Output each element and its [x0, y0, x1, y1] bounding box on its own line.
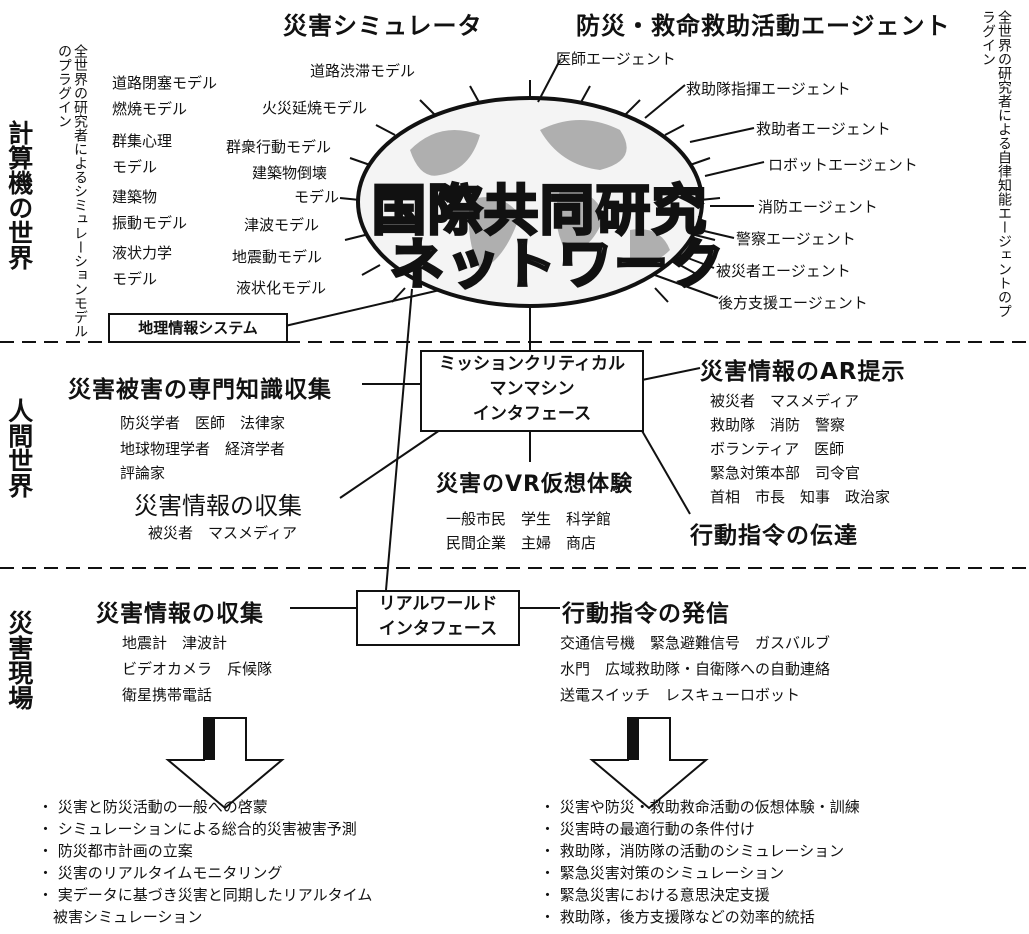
agent-fire: 消防エージェント [758, 198, 878, 216]
expert-knowledge-title: 災害被害の専門知識収集 [68, 377, 332, 403]
continent-shapes [410, 120, 670, 270]
order-send-title: 行動指令の発信 [562, 601, 730, 627]
ar-line-3: ボランティア 医師 [710, 440, 845, 458]
agent-rescuer: 救助者エージェント [756, 120, 891, 138]
agents-title: 防災・救命救助活動エージェント [576, 12, 951, 40]
arrow-left [165, 717, 285, 810]
model-inner-7: 地震動モデル [232, 248, 323, 266]
outcome-left-item: ・ 防災都市計画の立案 [38, 842, 193, 860]
site-collect-line-2: ビデオカメラ 斥候隊 [122, 660, 273, 678]
vr-line-1: 一般市民 学生 科学館 [446, 510, 612, 528]
model-left-5: 建築物 [112, 188, 158, 206]
side-label-human: 人間世界 [4, 398, 34, 498]
model-left-1: 道路閉塞モデル [112, 74, 218, 92]
outcomes-right-list: ・ 災害や防災・救助救命活動の仮想体験・訓練 ・ 災害時の最適行動の条件付け ・… [540, 796, 860, 928]
agent-victim: 被災者エージェント [716, 262, 851, 280]
model-inner-2: 火災延焼モデル [262, 99, 368, 117]
globe-title-line1: 国際共同研究 [371, 178, 708, 244]
outcome-left-item: ・ 災害と防災活動の一般への啓蒙 [38, 798, 268, 816]
vr-experience-title: 災害のVR仮想体験 [436, 472, 633, 497]
globe-graphic [339, 80, 721, 322]
model-left-7: 液状力学 [112, 244, 173, 262]
mission-box-line-3: インタフェース [472, 404, 592, 424]
ar-line-1: 被災者 マスメディア [710, 392, 859, 410]
model-inner-4: 建築物倒壊 [252, 164, 328, 182]
outcome-right-item: ・ 緊急災害対策のシミュレーション [540, 864, 785, 882]
outcomes-left-list: ・ 災害と防災活動の一般への啓蒙 ・ シミュレーションによる総合的災害被害予測 … [38, 796, 372, 928]
ar-line-2: 救助隊 消防 警察 [710, 416, 846, 434]
model-left-4: モデル [112, 158, 158, 176]
ar-presentation-title: 災害情報のAR提示 [700, 359, 906, 385]
outcome-right-item: ・ 災害時の最適行動の条件付け [540, 820, 755, 838]
outcome-left-item: 被害シミュレーション [38, 908, 203, 926]
outcome-right-item: ・ 救助隊，後方支援隊などの効率的統括 [540, 908, 815, 926]
info-collect-title: 災害情報の収集 [134, 492, 302, 520]
ar-line-5: 首相 市長 知事 政治家 [710, 488, 891, 506]
send-line-1: 交通信号機 緊急避難信号 ガスバルブ [560, 634, 831, 652]
send-line-3: 送電スイッチ レスキューロボット [560, 686, 801, 704]
outcome-right-item: ・ 救助隊，消防隊の活動のシミュレーション [540, 842, 845, 860]
expert-line-3: 評論家 [120, 464, 166, 482]
gis-connector [284, 289, 441, 327]
gis-box: 地理情報システム [108, 313, 288, 343]
model-inner-5: モデル [294, 188, 340, 206]
agent-robot: ロボットエージェント [768, 156, 918, 174]
simulator-title: 災害シミュレータ [283, 12, 483, 40]
ar-line-4: 緊急対策本部 司令官 [710, 464, 861, 482]
vr-line-2: 民間企業 主婦 商店 [446, 534, 597, 552]
mission-critical-box: ミッションクリティカル マンマシン インタフェース [420, 350, 644, 432]
model-left-6: 振動モデル [112, 214, 188, 232]
expert-line-2: 地球物理学者 経済学者 [120, 440, 286, 458]
side-label-computer: 計算機の世界 [4, 120, 34, 270]
side-label-site: 災害現場 [4, 610, 34, 710]
site-collect-line-1: 地震計 津波計 [122, 634, 228, 652]
agent-logistics: 後方支援エージェント [718, 294, 868, 312]
site-collect-line-3: 衛星携帯電話 [122, 686, 213, 704]
site-collect-title: 災害情報の収集 [96, 601, 264, 627]
outcome-left-item: ・ 実データに基づき災害と同期したリアルタイム [38, 886, 373, 904]
model-inner-6: 津波モデル [244, 216, 320, 234]
agent-rescue-commander: 救助隊指揮エージェント [686, 80, 851, 98]
info-collect-line: 被災者 マスメディア [148, 524, 297, 542]
mission-box-line-1: ミッションクリティカル [439, 354, 625, 374]
mission-box-line-2: マンマシン [489, 379, 575, 399]
send-line-2: 水門 広域救助隊・自衛隊への自動連絡 [560, 660, 831, 678]
outcome-left-item: ・ 災害のリアルタイムモニタリング [38, 864, 283, 882]
human-connectors [290, 288, 701, 609]
plugin-note-left: 全世界の研究者によるシミュレーションモデルのプラグイン [56, 44, 88, 338]
agent-doctor: 医師エージェント [556, 50, 676, 68]
model-left-3: 群集心理 [112, 132, 173, 150]
expert-line-1: 防災学者 医師 法律家 [120, 414, 286, 432]
plugin-note-right: 全世界の研究者による自律知能エージェントのプラグイン [980, 10, 1012, 318]
agent-connectors [537, 59, 765, 299]
arrow-right-shade [628, 718, 639, 760]
outcome-right-item: ・ 災害や防災・救助救命活動の仮想体験・訓練 [540, 798, 860, 816]
globe-title-line2: ネットワーク [389, 232, 726, 298]
order-transmit-title: 行動指令の伝達 [690, 523, 858, 549]
real-world-box: リアルワールド インタフェース [356, 590, 520, 646]
model-left-8: モデル [112, 270, 158, 288]
real-box-line-1: リアルワールド [378, 594, 498, 614]
model-inner-1: 道路渋滞モデル [310, 62, 416, 80]
real-box-line-2: インタフェース [378, 619, 498, 639]
model-left-2: 燃焼モデル [112, 100, 188, 118]
arrow-right [589, 717, 709, 810]
outcome-right-item: ・ 緊急災害における意思決定支援 [540, 886, 770, 904]
arrow-left-shade [204, 718, 215, 760]
agent-police: 警察エージェント [736, 230, 856, 248]
model-inner-8: 液状化モデル [236, 279, 327, 297]
model-inner-3: 群衆行動モデル [226, 138, 332, 156]
down-arrows [165, 717, 709, 810]
outcome-left-item: ・ シミュレーションによる総合的災害被害予測 [38, 820, 357, 838]
